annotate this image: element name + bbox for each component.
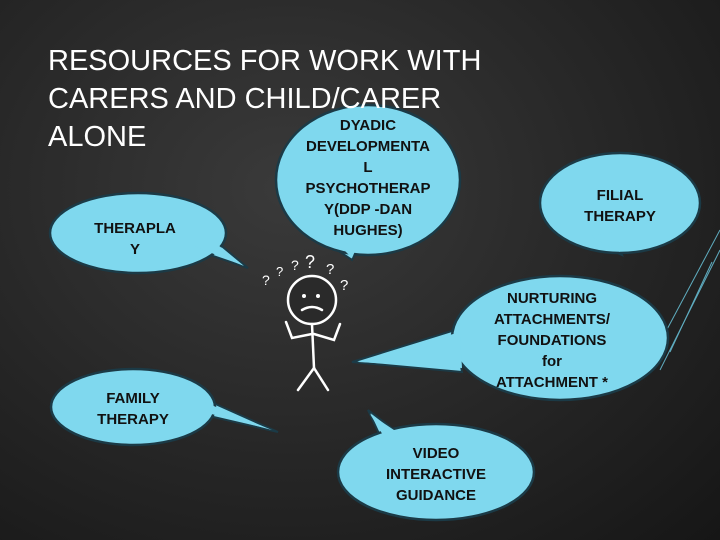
bubble-nurturing <box>351 274 670 402</box>
question-marks: ? ? ? ? ? ? <box>262 252 348 294</box>
bubble-text-line: THERAPLA <box>94 220 176 237</box>
bubble-text-line: ATTACHMENTS/ <box>493 311 611 328</box>
question-mark: ? <box>326 261 334 278</box>
confused-stick-figure-icon <box>284 274 342 392</box>
title-line: ALONE <box>48 121 147 153</box>
bubble-video <box>336 409 536 522</box>
question-mark: ? <box>340 277 348 294</box>
title-line: RESOURCES FOR WORK WITH <box>48 45 482 77</box>
bubble-text-line: DYADIC <box>339 117 397 134</box>
slide-title: RESOURCES FOR WORK WITH CARERS AND CHILD… <box>48 42 481 156</box>
bubble-theraplay <box>48 191 249 275</box>
question-mark: ? <box>262 272 270 288</box>
bubble-theraplay-text: THERAPLA Y <box>75 218 195 260</box>
bubble-text-line: ATTACHMENT * <box>496 374 608 391</box>
bubble-text-line: Y <box>129 241 140 258</box>
bubble-text-line: INTERACTIVE <box>385 466 486 483</box>
bubble-text-line: FAMILY <box>106 390 160 407</box>
bubble-dyadic <box>274 103 462 262</box>
question-mark: ? <box>291 257 299 273</box>
bubble-video-text: VIDEO INTERACTIVE GUIDANCE <box>366 443 506 506</box>
bubble-text-line: GUIDANCE <box>395 487 476 504</box>
bubble-text-line: for <box>542 353 562 370</box>
bubble-text-line: NURTURING <box>507 290 597 307</box>
question-mark: ? <box>305 252 315 272</box>
bubble-text-line: FOUNDATIONS <box>497 332 607 349</box>
bubble-text-line: THERAPY <box>584 208 656 225</box>
bubble-text-line: DEVELOPMENTA <box>306 138 430 155</box>
bubble-filial <box>538 151 702 257</box>
bubble-text-line: VIDEO <box>412 445 460 462</box>
title-line: CARERS AND CHILD/CARER <box>48 83 442 115</box>
bubble-nurturing-text: NURTURING ATTACHMENTS/ FOUNDATIONS for A… <box>472 288 632 393</box>
bubble-text-line: Y(DDP -DAN <box>323 201 413 218</box>
bubble-dyadic-text: DYADIC DEVELOPMENTA L PSYCHOTHERAP Y(DDP… <box>278 115 458 241</box>
question-mark: ? <box>276 264 283 279</box>
bubble-family <box>49 367 279 447</box>
bubble-text-line: PSYCHOTHERAP <box>305 180 431 197</box>
bubble-family-text: FAMILY THERAPY <box>73 388 193 430</box>
bubble-text-line: L <box>363 159 373 176</box>
bubble-text-line: HUGHES) <box>333 222 403 239</box>
bubble-filial-text: FILIAL THERAPY <box>560 185 680 227</box>
bubble-text-line: THERAPY <box>97 411 169 428</box>
bubble-text-line: FILIAL <box>596 187 644 204</box>
